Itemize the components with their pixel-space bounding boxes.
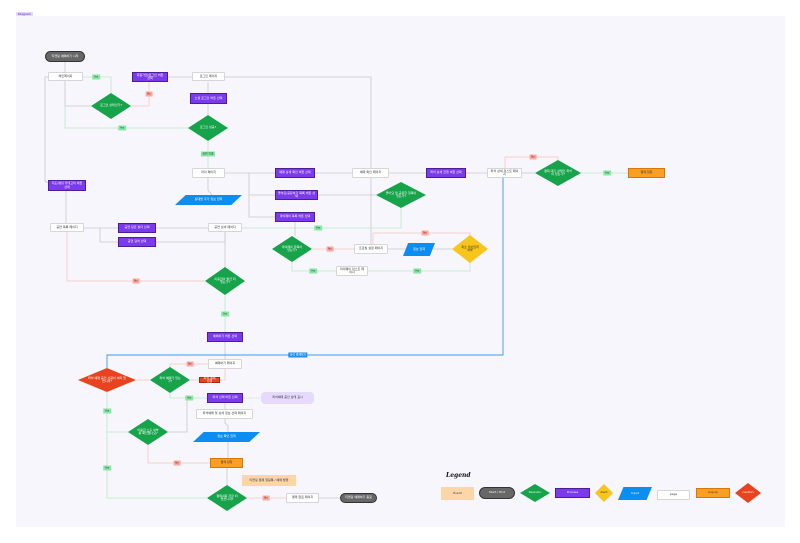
connector-edge [64,81,91,107]
connector-edge-yes [291,262,336,272]
social-login-process[interactable]: 소셜 로그인 버튼 선택 [190,93,227,104]
connector-edge-no [220,369,226,381]
legend-alert: Alert [595,484,613,502]
payment-done-page-page[interactable]: 결제 완료 페이지 [286,493,319,503]
ticket-detail-btn-process[interactable]: 예매 상세 확인 버튼 선택 [275,168,315,178]
booking-page-page[interactable]: 예매하기 페이지 [208,359,242,369]
seat-select-btn-process[interactable]: 좌석 선택 버튼 선택 [207,393,243,403]
likes-btn-process[interactable]: 좋아요/공유하기 목록 버튼 선택 [275,190,318,200]
mypay-btn-process[interactable]: 마이페이 목록 버튼 선택 [275,212,315,222]
legend-event: Event [441,487,474,500]
start-terminal[interactable]: 티켓링 예매하기 시작 [45,51,85,62]
connector-edge [99,228,118,243]
connector-edge-yes [106,392,207,499]
profile-page-page[interactable]: 프로필 설정 페이지 [354,244,388,254]
edge-label-yes: Yes [221,311,229,317]
connector-edge-no [147,445,210,464]
edge-label-yes: Yes [314,225,322,231]
edge-label-no: No [145,91,153,97]
connector-edge [207,178,213,196]
connector-edge-no [169,363,208,367]
edge-label-yes: Yes [92,74,100,80]
legend-decision: Decision [520,484,550,502]
connector-edge-yes [368,262,471,272]
seat-pay-alert-alertrect: 좌석 결제 진행 [199,376,220,383]
edge-label-yes: Yes [603,170,611,176]
edge-label-yes: Yes [185,395,193,401]
edge-label-no: No [132,278,140,284]
show-list-page-page[interactable]: 공연 목록 페이지 [50,223,84,232]
booking-check-page-page[interactable]: 예매 확인 페이지 [352,168,389,178]
main-page-page[interactable]: 메인페이지 [48,72,83,81]
seat-proceed-btn-process[interactable]: 좌석 상세 진행 버튼 선택 [426,168,466,178]
connector-edge-yes [64,106,188,129]
edge-label-seat-payment: 좌석 결제하기 [288,352,308,358]
connector-edge [156,232,226,243]
edge-label-yes: Yes [103,408,111,414]
legend-page: page [657,490,690,500]
connector-edge [248,195,275,218]
legend-process: Process [555,488,590,498]
edge-label-no: No [326,246,334,252]
connector-edge [248,173,275,196]
genre-filter-process[interactable]: 공연 장르 필터 선택 [118,223,156,233]
payment-popup-2-popup[interactable]: 결제 창창 [210,458,243,468]
edge-label-yes: Yes [103,465,111,471]
seat-state-event-lav: 좌석예매 중인 상태 표시 [261,392,314,404]
edge-label-yes: Yes [118,125,126,131]
connector-edge-yes [169,393,207,399]
seat-list-page-page[interactable]: 좌석 상세 리스트 페이지 [487,168,522,178]
edge-label-yes: Yes [413,268,421,274]
connector-edge-no [131,82,150,107]
legend-popup: popup [696,488,730,498]
login-page-page[interactable]: 로그인 페이지 [192,72,225,81]
diagram-tag: Diagram [16,12,33,16]
edge-label-no: No [529,154,537,160]
edge-label-no: No [186,361,194,367]
mypay-list-page-page[interactable]: 마이페이 리스트 페이지 [336,266,368,276]
connector-edge [224,419,229,432]
login-btn-process[interactable]: 회원가입/로그인 버튼 선택 [132,72,168,82]
notify-event-event: 티켓링 결제 알림톡 / 예매 발행 [242,475,296,486]
show-detail-page-page[interactable]: 공연 상세 페이지 [208,223,242,232]
connector-edge-no [66,232,205,282]
edge-label-no: No [262,495,270,501]
mypage-page[interactable]: 마이 페이지 [192,168,225,178]
legend-caution: caution [735,483,761,503]
connector-edge [225,76,372,244]
edge-label-no: No [173,460,181,466]
connector-edge-blue [106,178,504,368]
end-terminal[interactable]: 티켓링 예매하기 종료 [340,493,377,503]
legend-title: Legend [446,472,471,479]
edge-label-no: No [421,230,429,236]
book-btn-process[interactable]: 예매하기 버튼 선택 [207,332,243,342]
extra-info-input[interactable]: 상대방 추가 정보 입력 [175,195,242,205]
connector-edge [168,398,188,433]
info-input-input[interactable]: 정보 입력 [403,243,435,256]
show-search-process[interactable]: 공연 검색 선택 [118,237,156,247]
connector-edge [44,76,49,184]
edge-label-yes: Yes [309,268,317,274]
info-confirm-input-input[interactable]: 정보 확인 입력 [193,432,260,442]
category-btn-process[interactable]: 지도/랭킹 카테고리 버튼 선택 [48,180,86,191]
legend-terminal: Start / End [479,487,515,499]
seat-info-page-page[interactable]: 좌석예매 및 상세 정보 선택 페이지 [196,409,253,419]
edge-label-member-auth: 회원 인증 [200,151,216,157]
connector-edge-no [372,232,471,244]
payment-popup-1-popup[interactable]: 결제 창창 [628,168,665,178]
legend-input: Input [618,487,652,500]
